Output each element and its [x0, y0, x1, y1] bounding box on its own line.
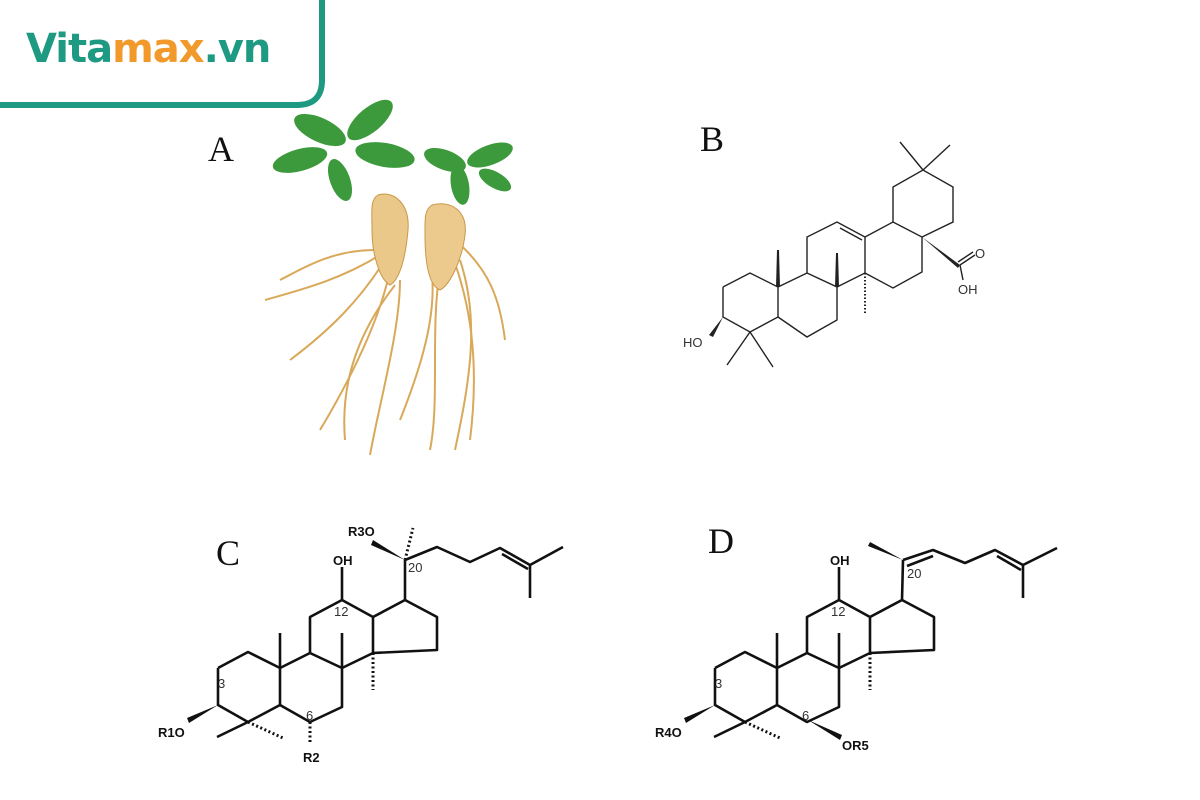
ginseng-leaves	[272, 99, 513, 205]
d-pos20: 20	[907, 566, 921, 581]
d-pos6: 6	[802, 708, 809, 723]
b-acid-hydroxyl-label: OH	[958, 282, 978, 297]
c-oh-label: OH	[333, 553, 353, 568]
d-pos12: 12	[831, 604, 845, 619]
b-carbonyl-oxygen-label: O	[975, 246, 985, 261]
panel-label-c: C	[216, 533, 241, 573]
c-r1o-label: R1O	[158, 725, 185, 740]
structure-d: OH R4O OR5 3 6 12 20	[655, 542, 1058, 753]
ginseng-illustration	[264, 99, 513, 456]
c-pos20: 20	[408, 560, 422, 575]
d-or5-label: OR5	[842, 738, 869, 753]
panel-label-d: D	[708, 521, 734, 561]
c-pos12: 12	[334, 604, 348, 619]
ginseng-root-main-2	[424, 203, 466, 291]
d-pos3: 3	[715, 676, 722, 691]
structure-b: HO O OH	[683, 141, 985, 368]
structure-c: OH R3O R1O R2 3 6 12 20	[158, 524, 564, 765]
d-oh-label: OH	[830, 553, 850, 568]
panel-label-b: B	[700, 119, 725, 159]
ginseng-root-main-1	[371, 193, 409, 286]
d-r4o-label: R4O	[655, 725, 682, 740]
panel-label-a: A	[208, 129, 234, 169]
c-r2-label: R2	[303, 750, 320, 765]
logo-frame	[0, 0, 325, 108]
c-pos6: 6	[306, 708, 313, 723]
c-r3o-label: R3O	[348, 524, 375, 539]
b-hydroxyl-label: HO	[683, 335, 703, 350]
c-pos3: 3	[218, 676, 225, 691]
vitamax-logo: Vitamax.vn	[26, 26, 271, 72]
